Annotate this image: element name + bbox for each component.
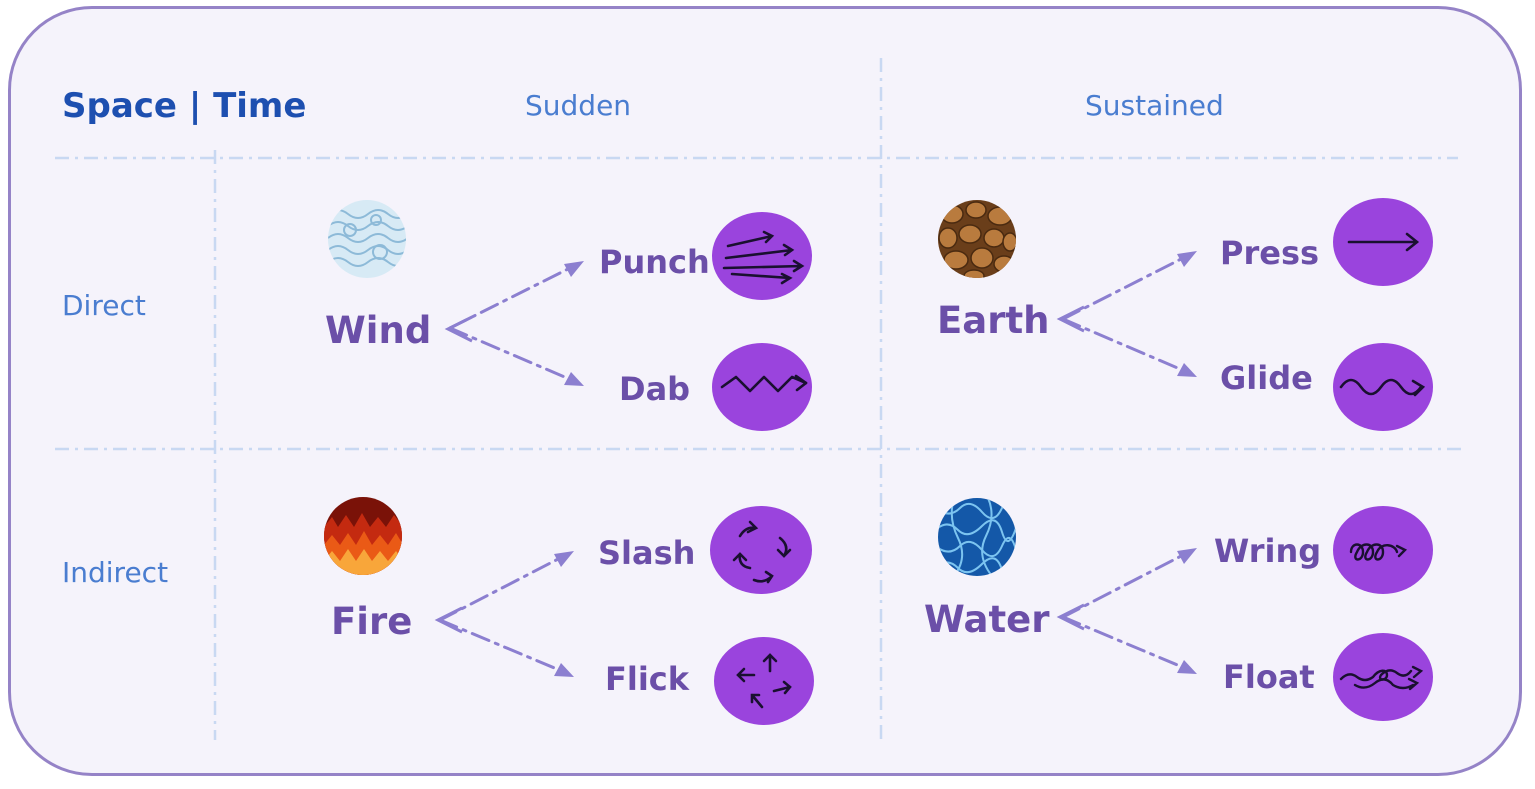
arrow-water-wring <box>1061 551 1189 619</box>
arrowhead-slash <box>554 551 574 567</box>
arrow-earth-press <box>1061 254 1189 321</box>
arrow-water-float <box>1061 615 1189 671</box>
fire-texture-icon <box>324 497 402 575</box>
arrowhead-punch <box>564 261 584 277</box>
column-header-sustained: Sustained <box>1085 89 1224 122</box>
slash-icon <box>710 506 812 594</box>
arrowhead-dab <box>564 372 584 386</box>
branch-wind <box>444 315 473 343</box>
arrow-wind-punch <box>448 264 576 330</box>
element-label-earth: Earth <box>937 299 1050 342</box>
punch-icon <box>712 212 812 300</box>
press-icon <box>1333 198 1433 286</box>
arrowhead-press <box>1177 251 1197 267</box>
element-label-wind: Wind <box>325 309 432 352</box>
arrow-fire-flick <box>438 618 566 674</box>
glide-icon <box>1333 343 1433 431</box>
arrowhead-wring <box>1177 548 1197 564</box>
branch-fire <box>434 606 463 634</box>
water-texture-icon <box>938 498 1016 576</box>
action-label-wring: Wring <box>1214 532 1322 570</box>
action-label-dab: Dab <box>619 370 691 408</box>
branch-earth <box>1056 305 1085 333</box>
arrowhead-float <box>1177 660 1197 674</box>
float-icon <box>1333 633 1433 721</box>
column-header-sudden: Sudden <box>525 89 632 122</box>
arrow-earth-glide <box>1061 317 1189 374</box>
element-label-water: Water <box>924 598 1050 641</box>
corner-label: Space | Time <box>62 86 307 126</box>
element-label-fire: Fire <box>331 600 413 643</box>
action-label-float: Float <box>1223 658 1315 696</box>
action-label-press: Press <box>1220 234 1320 272</box>
arrow-fire-slash <box>438 554 566 622</box>
action-label-slash: Slash <box>598 534 696 572</box>
action-label-flick: Flick <box>605 660 690 698</box>
row-header-indirect: Indirect <box>62 556 169 589</box>
action-label-punch: Punch <box>599 243 710 281</box>
earth-texture-icon <box>938 200 1016 278</box>
arrow-wind-dab <box>448 326 576 383</box>
branch-water <box>1056 603 1085 631</box>
dab-icon <box>712 343 812 431</box>
row-header-direct: Direct <box>62 289 146 322</box>
wind-texture-icon <box>328 200 406 278</box>
wring-icon <box>1333 506 1433 594</box>
action-label-glide: Glide <box>1220 359 1313 397</box>
arrowhead-flick <box>554 663 574 677</box>
arrowhead-glide <box>1177 363 1197 377</box>
flick-icon <box>714 637 814 725</box>
